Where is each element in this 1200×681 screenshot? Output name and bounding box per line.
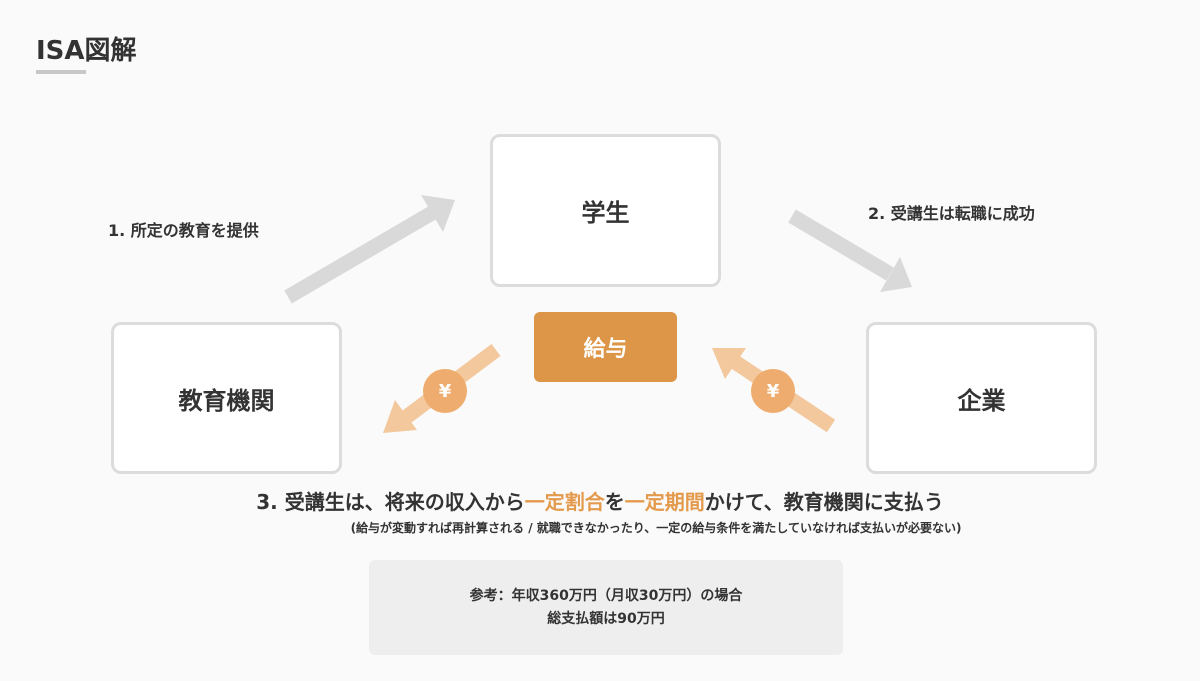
company-node: 企業: [866, 322, 1097, 474]
step3-part1: 3. 受講生は、将来の収入から: [256, 490, 525, 514]
step3-part2: を: [604, 490, 625, 514]
step3-highlight-period: 一定期間: [624, 490, 705, 514]
reference-line2: 総支払額は90万円: [547, 610, 665, 627]
salary-label: 給与: [583, 337, 628, 362]
step2-label: 2. 受講生は転職に成功: [868, 204, 1035, 223]
step3-description: 3. 受講生は、将来の収入から一定割合を一定期間かけて、教育機関に支払う: [0, 486, 1200, 515]
arrow-student-to-company: [788, 209, 912, 292]
arrow-institution-to-student: [284, 195, 455, 304]
step3-part3: かけて、教育機関に支払う: [704, 490, 944, 514]
institution-label: 教育機関: [178, 386, 275, 415]
page-title: ISA図解: [36, 36, 137, 66]
company-label: 企業: [957, 386, 1006, 415]
student-label: 学生: [581, 199, 630, 227]
yen-badge-right: ¥: [751, 369, 795, 413]
reference-box: 参考：年収360万円（月収30万円）の場合 総支払額は90万円: [369, 560, 843, 655]
step3-highlight-ratio: 一定割合: [524, 490, 605, 514]
step1-label: 1. 所定の教育を提供: [108, 221, 259, 240]
student-node: 学生: [490, 134, 721, 287]
reference-line1: 参考：年収360万円（月収30万円）の場合: [469, 588, 743, 605]
title-underline: [36, 70, 86, 74]
step3-note: (給与が変動すれば再計算される / 就職できなかったり、一定の給与条件を満たして…: [350, 521, 962, 535]
institution-node: 教育機関: [111, 322, 342, 474]
salary-box: 給与: [534, 312, 677, 382]
yen-badge-left: ¥: [423, 369, 467, 413]
